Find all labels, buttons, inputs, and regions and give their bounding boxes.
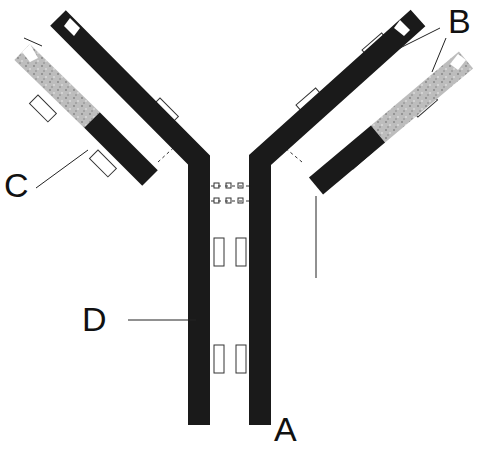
part-label: C [4, 168, 29, 202]
disulfide-bonds [30, 33, 438, 373]
part-label: A [274, 412, 297, 446]
part-label: D [82, 302, 107, 336]
part-label: B [448, 4, 471, 38]
binding-site-notches [22, 18, 466, 70]
heavy-chains [58, 18, 418, 425]
light-chains [22, 52, 466, 186]
leader-lines [24, 28, 446, 320]
